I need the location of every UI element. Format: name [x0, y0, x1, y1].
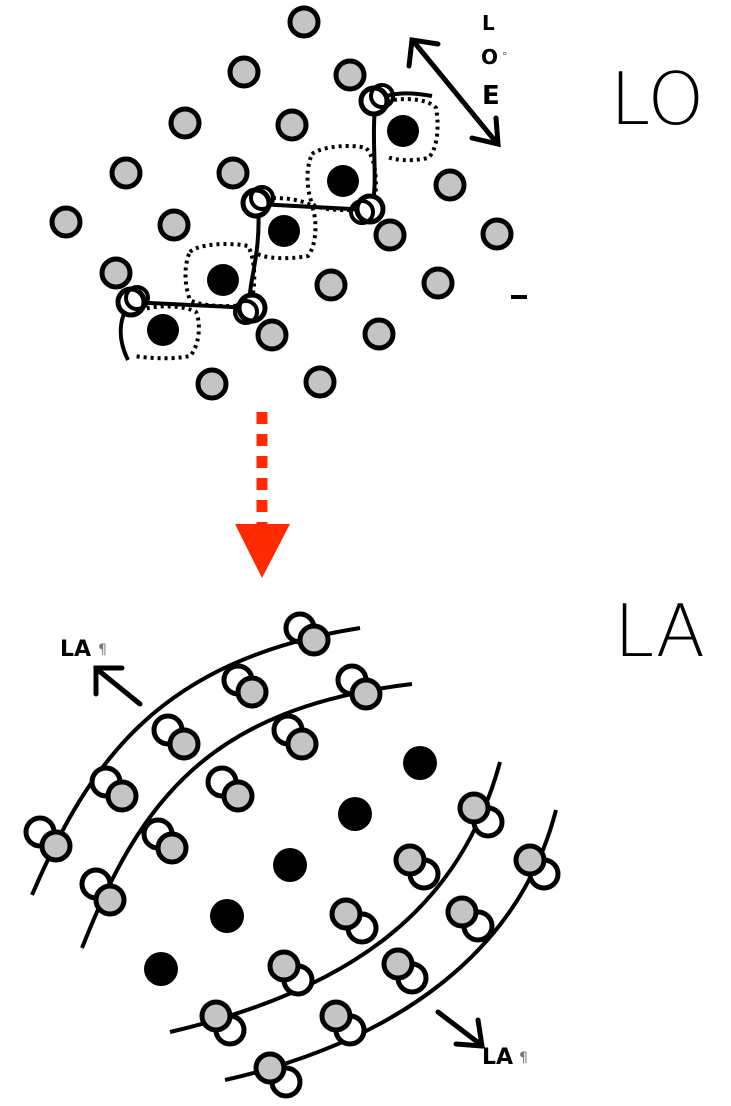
arrow-lower-right-label: LA	[482, 1045, 513, 1070]
top-panel-label: LO	[610, 57, 704, 141]
arrow-lower-right-label-small: ¶	[519, 1050, 528, 1066]
ring-atom-overlap	[349, 199, 375, 225]
layer-line	[224, 809, 558, 1082]
layer-line	[30, 626, 361, 896]
atom-pair	[457, 791, 505, 839]
ring-atom-overlap	[249, 185, 275, 211]
bottom-panel-label: LA	[614, 589, 705, 673]
atom-pair	[513, 843, 561, 891]
atom-pair	[79, 867, 127, 917]
black-atom	[210, 899, 244, 933]
gray-atom	[227, 55, 261, 89]
arrow-lower-right	[435, 1009, 485, 1049]
arrow-upper-left-label-small: ¶	[98, 642, 107, 658]
atom-pair	[445, 895, 495, 943]
atom-pair	[283, 611, 331, 657]
top-black-atoms	[147, 115, 419, 346]
black-atom	[387, 115, 419, 147]
axis-letter-o: O	[481, 45, 498, 69]
black-atom	[327, 165, 359, 197]
ring-atom	[115, 286, 147, 318]
gray-atom	[303, 365, 337, 399]
bottom-panel: LA ¶ LA ¶ LA	[23, 589, 705, 1099]
gray-atom	[433, 168, 467, 202]
gray-atom	[480, 217, 514, 251]
black-atom	[273, 848, 307, 882]
axis-letter-l: L	[482, 11, 495, 35]
axis-letter-e: E	[482, 81, 500, 111]
gray-atom	[157, 208, 191, 242]
bottom-atom-pairs	[23, 611, 561, 1099]
gray-atom	[195, 367, 229, 401]
gray-atom	[275, 108, 309, 142]
bottom-black-atoms	[144, 746, 437, 986]
atom-pair	[151, 713, 201, 761]
layer-line	[169, 761, 502, 1034]
atom-pair	[319, 999, 367, 1047]
gray-atom	[99, 256, 133, 290]
ring-atom-overlap	[124, 285, 150, 311]
arrow-upper-left	[93, 665, 143, 707]
dotted-cell	[133, 304, 201, 361]
atom-pair	[253, 1051, 303, 1099]
transition-arrow-head	[235, 524, 290, 578]
axis-letter-o-small: °	[502, 50, 508, 63]
dotted-cell	[379, 97, 440, 163]
gray-atom	[362, 317, 396, 351]
gray-atom	[216, 156, 250, 190]
atom-pair	[329, 897, 379, 945]
ring-atom-overlap	[233, 299, 259, 325]
atom-pair	[199, 999, 247, 1047]
gray-atom	[109, 156, 143, 190]
top-gray-atoms	[49, 5, 514, 401]
gray-atom	[255, 318, 289, 352]
atom-pair	[89, 765, 139, 813]
black-atom	[338, 797, 372, 831]
atom-pair	[335, 663, 383, 711]
gray-atom	[373, 218, 407, 252]
atom-pair	[141, 817, 189, 865]
top-dotted-cells	[133, 97, 440, 361]
atom-pair	[221, 663, 269, 709]
atom-pair	[271, 713, 319, 761]
gray-atom	[168, 106, 202, 140]
black-atom	[207, 264, 239, 296]
top-ring-atoms-overlap	[124, 83, 395, 325]
gray-atom	[421, 266, 455, 300]
top-panel: L O ° E LO	[49, 5, 704, 401]
atom-pair	[205, 765, 255, 813]
black-atom	[268, 215, 300, 247]
atom-pair	[267, 949, 315, 997]
ring-atom	[236, 292, 268, 324]
top-double-arrow	[406, 37, 501, 148]
ring-atom	[240, 187, 272, 219]
gray-atom	[287, 5, 321, 39]
atom-pair	[381, 947, 429, 995]
atom-pair	[23, 815, 73, 863]
gray-atom	[49, 205, 83, 239]
ring-atom-overlap	[369, 83, 395, 109]
black-atom	[147, 314, 179, 346]
gray-atom	[333, 58, 367, 92]
transition-arrow	[235, 412, 290, 578]
black-atom	[403, 746, 437, 780]
black-atom	[144, 952, 178, 986]
atom-pair	[393, 843, 441, 891]
gray-atom	[314, 268, 348, 302]
arrow-upper-left-label: LA	[60, 637, 91, 662]
